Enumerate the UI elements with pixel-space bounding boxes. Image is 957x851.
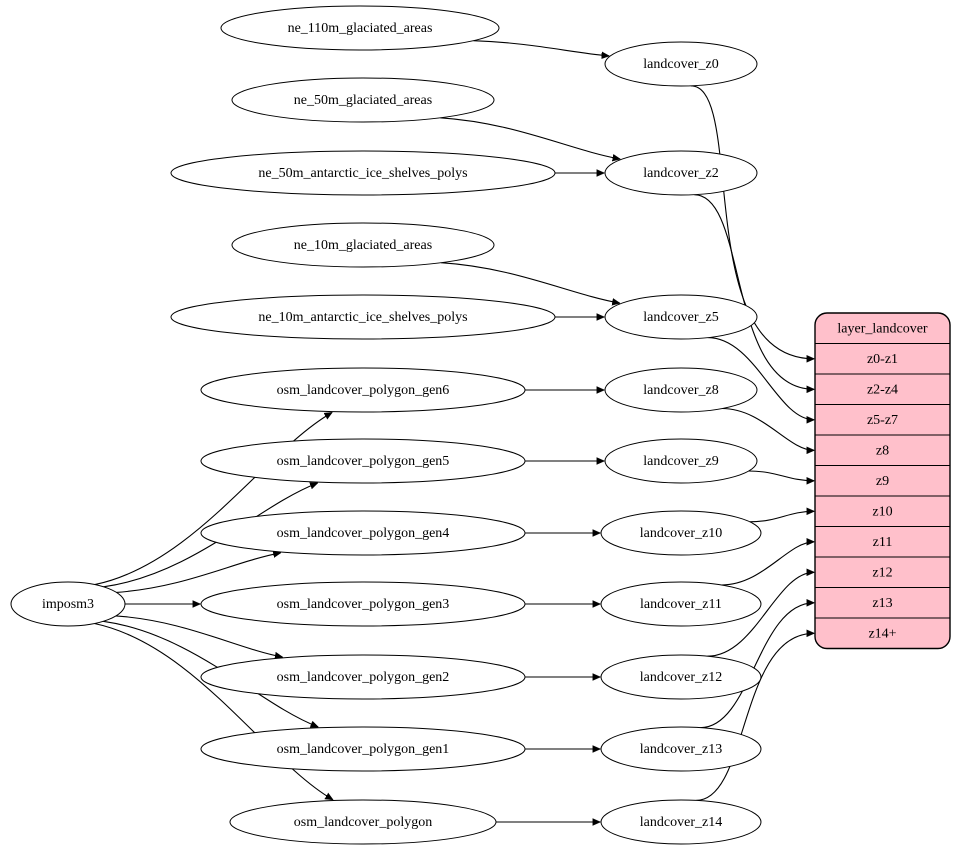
node-ellipse[interactable] bbox=[604, 294, 758, 340]
edge-landcover_z13-to-z13 bbox=[700, 603, 814, 729]
table-row[interactable] bbox=[815, 465, 950, 497]
edge-landcover_z0-to-z0-z1 bbox=[690, 85, 814, 359]
edge-ne_50m_glaciated_areas-to-landcover_z2 bbox=[440, 117, 620, 159]
node-ne_10m_glaciated_areas[interactable]: ne_10m_glaciated_areas bbox=[231, 222, 495, 268]
node-ellipse[interactable] bbox=[170, 294, 556, 340]
node-ellipse[interactable] bbox=[200, 654, 526, 700]
node-osm_landcover_polygon_gen2[interactable]: osm_landcover_polygon_gen2 bbox=[200, 654, 526, 700]
node-landcover_z14[interactable]: landcover_z14 bbox=[600, 799, 762, 845]
edge-imposm3-to-osm_landcover_polygon bbox=[94, 622, 332, 800]
edge-landcover_z5-to-z5-z7 bbox=[707, 337, 814, 420]
node-osm_landcover_polygon_gen5[interactable]: osm_landcover_polygon_gen5 bbox=[200, 438, 526, 484]
node-ellipse[interactable] bbox=[604, 41, 758, 87]
node-ellipse[interactable] bbox=[600, 581, 762, 627]
node-ne_10m_antarctic_ice_shelves_polys[interactable]: ne_10m_antarctic_ice_shelves_polys bbox=[170, 294, 556, 340]
node-osm_landcover_polygon_gen3[interactable]: osm_landcover_polygon_gen3 bbox=[200, 581, 526, 627]
node-osm_landcover_polygon_gen1[interactable]: osm_landcover_polygon_gen1 bbox=[200, 726, 526, 772]
node-osm_landcover_polygon_gen6[interactable]: osm_landcover_polygon_gen6 bbox=[200, 367, 526, 413]
table-row[interactable] bbox=[815, 373, 950, 405]
edge-landcover_z12-to-z12 bbox=[707, 572, 814, 657]
node-landcover_z9[interactable]: landcover_z9 bbox=[604, 438, 758, 484]
layer-landcover-table: layer_landcoverz0-z1z2-z4z5-z7z8z9z10z11… bbox=[814, 312, 951, 650]
node-landcover_z13[interactable]: landcover_z13 bbox=[600, 726, 762, 772]
node-ellipse[interactable] bbox=[200, 510, 526, 556]
table-row[interactable] bbox=[815, 587, 950, 619]
node-ellipse[interactable] bbox=[231, 77, 495, 123]
edge-imposm3-to-osm_landcover_polygon_gen6 bbox=[94, 413, 332, 586]
node-ellipse[interactable] bbox=[200, 581, 526, 627]
edge-landcover_z10-to-z10 bbox=[749, 511, 814, 523]
node-ne_50m_antarctic_ice_shelves_polys[interactable]: ne_50m_antarctic_ice_shelves_polys bbox=[170, 150, 556, 196]
node-ne_110m_glaciated_areas[interactable]: ne_110m_glaciated_areas bbox=[220, 5, 500, 51]
table-row[interactable] bbox=[815, 404, 950, 436]
edge-landcover_z9-to-z9 bbox=[748, 470, 814, 481]
node-osm_landcover_polygon_gen4[interactable]: osm_landcover_polygon_gen4 bbox=[200, 510, 526, 556]
node-ellipse[interactable] bbox=[220, 5, 500, 51]
node-ellipse[interactable] bbox=[10, 581, 126, 627]
edge-imposm3-to-osm_landcover_polygon_gen4 bbox=[116, 553, 280, 593]
edge-landcover_z14-to-z14+ bbox=[696, 633, 814, 801]
table-row[interactable] bbox=[815, 434, 950, 466]
node-landcover_z5[interactable]: landcover_z5 bbox=[604, 294, 758, 340]
node-ellipse[interactable] bbox=[229, 799, 497, 845]
table-row[interactable] bbox=[815, 526, 950, 558]
edge-landcover_z11-to-z11 bbox=[721, 542, 815, 586]
node-landcover_z11[interactable]: landcover_z11 bbox=[600, 581, 762, 627]
edge-ne_10m_glaciated_areas-to-landcover_z5 bbox=[440, 262, 620, 303]
edge-landcover_z2-to-z2-z4 bbox=[694, 194, 814, 390]
node-landcover_z2[interactable]: landcover_z2 bbox=[604, 150, 758, 196]
node-imposm3[interactable]: imposm3 bbox=[10, 581, 126, 627]
node-ellipse[interactable] bbox=[200, 367, 526, 413]
node-landcover_z10[interactable]: landcover_z10 bbox=[600, 510, 762, 556]
nodes-layer: imposm3 ne_110m_glaciated_areas ne_50m_gla… bbox=[10, 5, 762, 845]
node-ellipse[interactable] bbox=[600, 799, 762, 845]
table-row[interactable] bbox=[815, 343, 950, 375]
table-header-cell bbox=[815, 313, 950, 344]
node-ellipse[interactable] bbox=[600, 654, 762, 700]
table-outline bbox=[814, 312, 951, 650]
table-row[interactable] bbox=[815, 556, 950, 588]
edge-imposm3-to-osm_landcover_polygon_gen2 bbox=[115, 615, 282, 657]
node-ellipse[interactable] bbox=[604, 150, 758, 196]
node-landcover_z0[interactable]: landcover_z0 bbox=[604, 41, 758, 87]
node-ellipse[interactable] bbox=[200, 438, 526, 484]
node-ellipse[interactable] bbox=[600, 726, 762, 772]
edge-landcover_z8-to-z8 bbox=[721, 407, 814, 451]
table-row[interactable] bbox=[815, 617, 950, 649]
table-row[interactable] bbox=[815, 495, 950, 527]
node-landcover_z12[interactable]: landcover_z12 bbox=[600, 654, 762, 700]
node-ellipse[interactable] bbox=[200, 726, 526, 772]
node-ellipse[interactable] bbox=[600, 510, 762, 556]
node-landcover_z8[interactable]: landcover_z8 bbox=[604, 367, 758, 413]
node-ellipse[interactable] bbox=[604, 367, 758, 413]
node-ellipse[interactable] bbox=[231, 222, 495, 268]
node-osm_landcover_polygon[interactable]: osm_landcover_polygon bbox=[229, 799, 497, 845]
node-ne_50m_glaciated_areas[interactable]: ne_50m_glaciated_areas bbox=[231, 77, 495, 123]
layer-landcover-group: layer_landcoverz0-z1z2-z4z5-z7z8z9z10z11… bbox=[814, 312, 951, 650]
edge-ne_110m_glaciated_areas-to-landcover_z0 bbox=[473, 40, 609, 56]
node-ellipse[interactable] bbox=[604, 438, 758, 484]
node-ellipse[interactable] bbox=[170, 150, 556, 196]
